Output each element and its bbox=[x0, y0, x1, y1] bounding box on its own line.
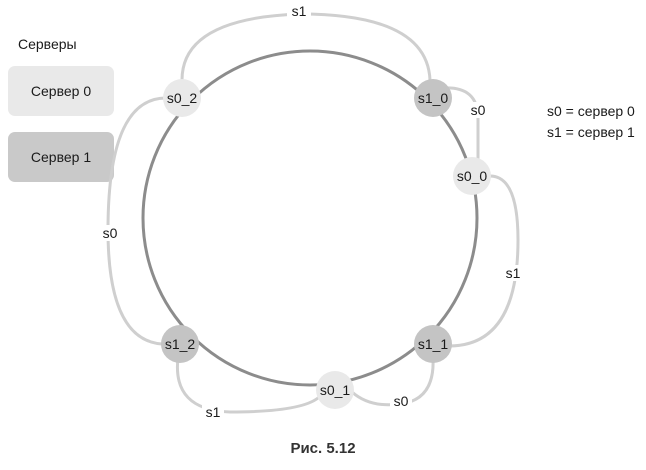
node-s0-1-label: s0_1 bbox=[320, 382, 351, 398]
edge-top-path bbox=[180, 12, 432, 82]
edge-bottom-left-label-bg bbox=[202, 404, 224, 420]
hash-ring bbox=[141, 49, 479, 387]
legend-server-1-label: Сервер 1 bbox=[30, 149, 92, 165]
node-s0-1: s0_1 bbox=[316, 371, 354, 409]
node-s0-2: s0_2 bbox=[163, 79, 201, 117]
edge-top-label: s1 bbox=[292, 3, 307, 19]
node-s0-2-label: s0_2 bbox=[167, 90, 198, 106]
node-s1-2-circle bbox=[161, 325, 199, 363]
legend-server-1: Сервер 1 bbox=[8, 132, 114, 182]
edge-bottom-right-label: s0 bbox=[394, 393, 409, 409]
edge-bottom-left-label: s1 bbox=[206, 404, 221, 420]
edge-bottom-right-label-bg bbox=[390, 393, 412, 409]
edge-upper-right-label-bg bbox=[467, 102, 489, 118]
node-s1-1-circle bbox=[414, 325, 452, 363]
figure-caption: Рис. 5.12 bbox=[290, 440, 356, 457]
edge-right-label: s1 bbox=[506, 265, 521, 281]
node-s0-2-circle bbox=[163, 79, 201, 117]
node-s1-0-label: s1_0 bbox=[418, 90, 449, 106]
edge-upper-right-label: s0 bbox=[471, 102, 486, 118]
node-s0-0-circle bbox=[453, 157, 491, 195]
node-s0-0-label: s0_0 bbox=[457, 168, 488, 184]
legend-server-0: Сервер 0 bbox=[8, 66, 114, 116]
node-s1-0-circle bbox=[414, 79, 452, 117]
edge-right-label-bg bbox=[502, 265, 524, 281]
legend-server-0-label: Сервер 0 bbox=[30, 83, 92, 99]
node-s1-2-label: s1_2 bbox=[165, 336, 196, 352]
node-s1-0: s1_0 bbox=[414, 79, 452, 117]
edge-left-path bbox=[106, 96, 168, 346]
key-s1: s1 = сервер 1 bbox=[547, 124, 635, 140]
edge-left-label: s0 bbox=[103, 225, 118, 241]
node-s1-2: s1_2 bbox=[161, 325, 199, 363]
edge-bottom-left-path bbox=[175, 356, 320, 414]
key-s0: s0 = сервер 0 bbox=[547, 103, 635, 119]
edge-top-label-bg bbox=[287, 3, 311, 19]
legend-title: Серверы bbox=[18, 36, 77, 52]
edge-right-path bbox=[447, 174, 520, 348]
edge-left-label-bg bbox=[99, 225, 121, 241]
node-s1-1-label: s1_1 bbox=[418, 336, 449, 352]
node-s1-1: s1_1 bbox=[414, 325, 452, 363]
node-s0-1-circle bbox=[316, 371, 354, 409]
node-s0-0: s0_0 bbox=[453, 157, 491, 195]
